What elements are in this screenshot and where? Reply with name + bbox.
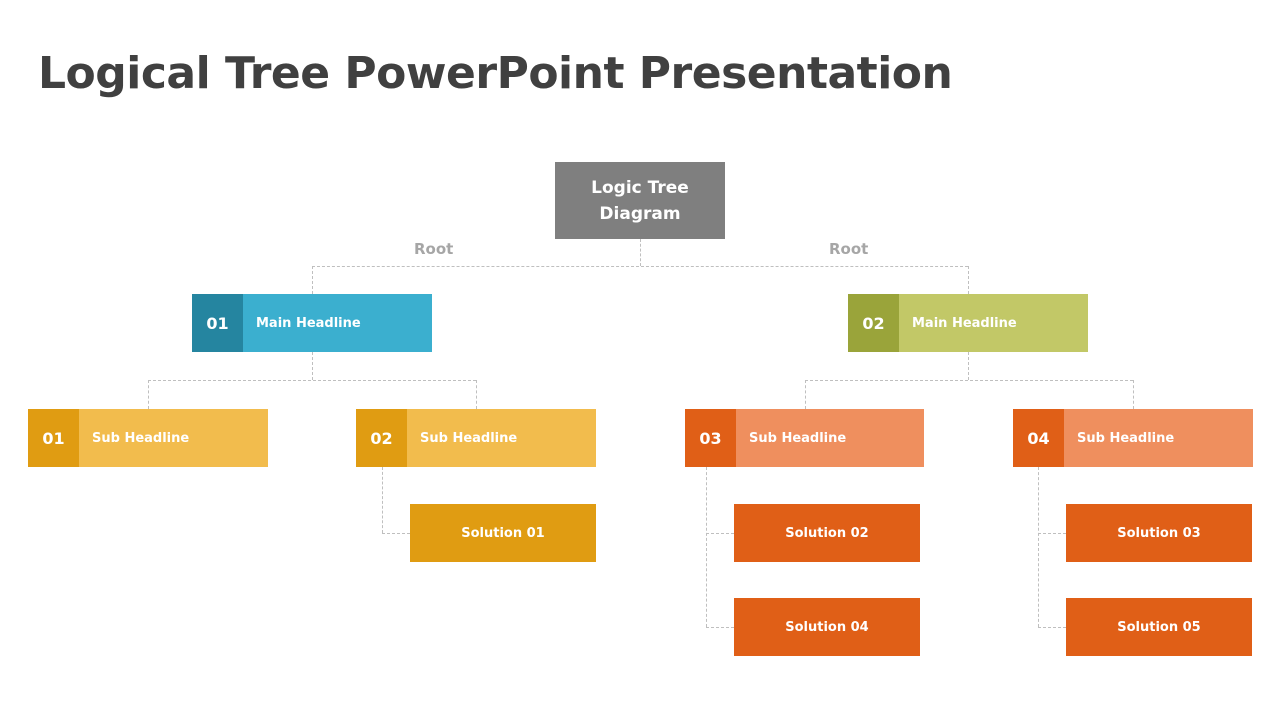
- solution-05: Solution 05: [1066, 598, 1252, 656]
- solution-01: Solution 01: [410, 504, 596, 562]
- connector-main-01-down: [312, 352, 313, 380]
- root-node-line2: Diagram: [599, 203, 681, 224]
- connector-to-sub-02: [476, 380, 477, 409]
- main-headline-01: 01 Main Headline: [192, 294, 432, 352]
- page-title: Logical Tree PowerPoint Presentation: [38, 48, 953, 99]
- sub-headline-04-label: Sub Headline: [1064, 409, 1253, 467]
- main-headline-02: 02 Main Headline: [848, 294, 1088, 352]
- connector-to-main-01: [312, 266, 313, 294]
- sub-headline-01-number: 01: [28, 409, 79, 467]
- sub-headline-01-label: Sub Headline: [79, 409, 268, 467]
- connector-to-main-02: [968, 266, 969, 294]
- branch-label-left: Root: [414, 240, 454, 258]
- connector-to-solution-03: [1038, 533, 1066, 534]
- root-node: Logic Tree Diagram: [555, 162, 725, 239]
- connector-sub-02-down: [382, 467, 383, 533]
- connector-to-solution-05: [1038, 627, 1066, 628]
- branch-label-right: Root: [829, 240, 869, 258]
- main-headline-01-number: 01: [192, 294, 243, 352]
- connector-main-01-horizontal: [148, 380, 476, 381]
- connector-sub-04-down: [1038, 467, 1039, 627]
- sub-headline-03-label: Sub Headline: [736, 409, 924, 467]
- solution-04: Solution 04: [734, 598, 920, 656]
- sub-headline-02-number: 02: [356, 409, 407, 467]
- main-headline-02-number: 02: [848, 294, 899, 352]
- connector-to-solution-04: [706, 627, 734, 628]
- connector-to-sub-03: [805, 380, 806, 409]
- connector-to-solution-01: [382, 533, 410, 534]
- connector-to-sub-01: [148, 380, 149, 409]
- sub-headline-04: 04 Sub Headline: [1013, 409, 1253, 467]
- sub-headline-03: 03 Sub Headline: [685, 409, 924, 467]
- connector-to-sub-04: [1133, 380, 1134, 409]
- sub-headline-02: 02 Sub Headline: [356, 409, 596, 467]
- connector-main-02-horizontal: [805, 380, 1133, 381]
- solution-02: Solution 02: [734, 504, 920, 562]
- connector-root-down: [640, 239, 641, 266]
- root-node-line1: Logic Tree: [591, 177, 689, 198]
- solution-03: Solution 03: [1066, 504, 1252, 562]
- main-headline-02-label: Main Headline: [899, 294, 1088, 352]
- connector-to-solution-02: [706, 533, 734, 534]
- main-headline-01-label: Main Headline: [243, 294, 432, 352]
- connector-sub-03-down: [706, 467, 707, 627]
- connector-root-horizontal: [312, 266, 968, 267]
- sub-headline-01: 01 Sub Headline: [28, 409, 268, 467]
- sub-headline-03-number: 03: [685, 409, 736, 467]
- sub-headline-02-label: Sub Headline: [407, 409, 596, 467]
- sub-headline-04-number: 04: [1013, 409, 1064, 467]
- connector-main-02-down: [968, 352, 969, 380]
